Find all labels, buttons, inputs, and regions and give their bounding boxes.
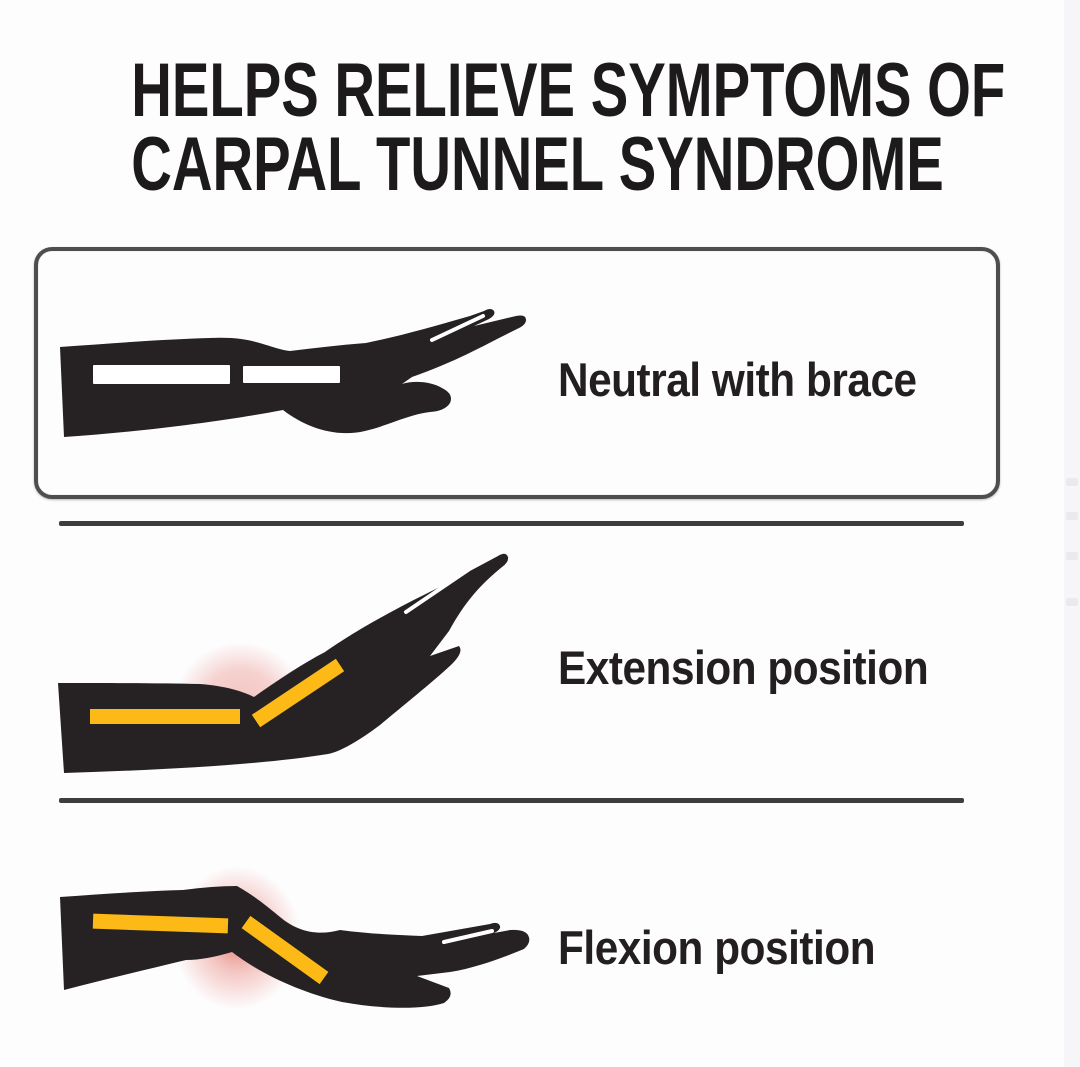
divider: [59, 798, 964, 803]
divider: [59, 521, 964, 526]
page-title: HELPS RELIEVE SYMPTOMS OF CARPAL TUNNEL …: [131, 48, 1006, 207]
edge-artifact-mark: [1066, 512, 1078, 520]
title-line-2: CARPAL TUNNEL SYNDROME: [131, 121, 944, 207]
neutral-panel-frame: [34, 247, 1000, 499]
flexed-hand-strain-icon: [60, 866, 530, 1010]
right-edge-artifact: [1064, 0, 1080, 1067]
edge-artifact-mark: [1066, 552, 1078, 560]
edge-artifact-mark: [1066, 478, 1078, 486]
panel-label-extension: Extension position: [558, 641, 929, 694]
title-line-1: HELPS RELIEVE SYMPTOMS OF: [131, 48, 1006, 133]
panel-label-flexion: Flexion position: [558, 921, 876, 974]
extended-hand-strain-icon: [58, 553, 509, 773]
neutral-hand-with-brace-icon: [60, 309, 526, 437]
edge-artifact-mark: [1066, 598, 1078, 606]
panel-label-neutral: Neutral with brace: [558, 353, 917, 406]
